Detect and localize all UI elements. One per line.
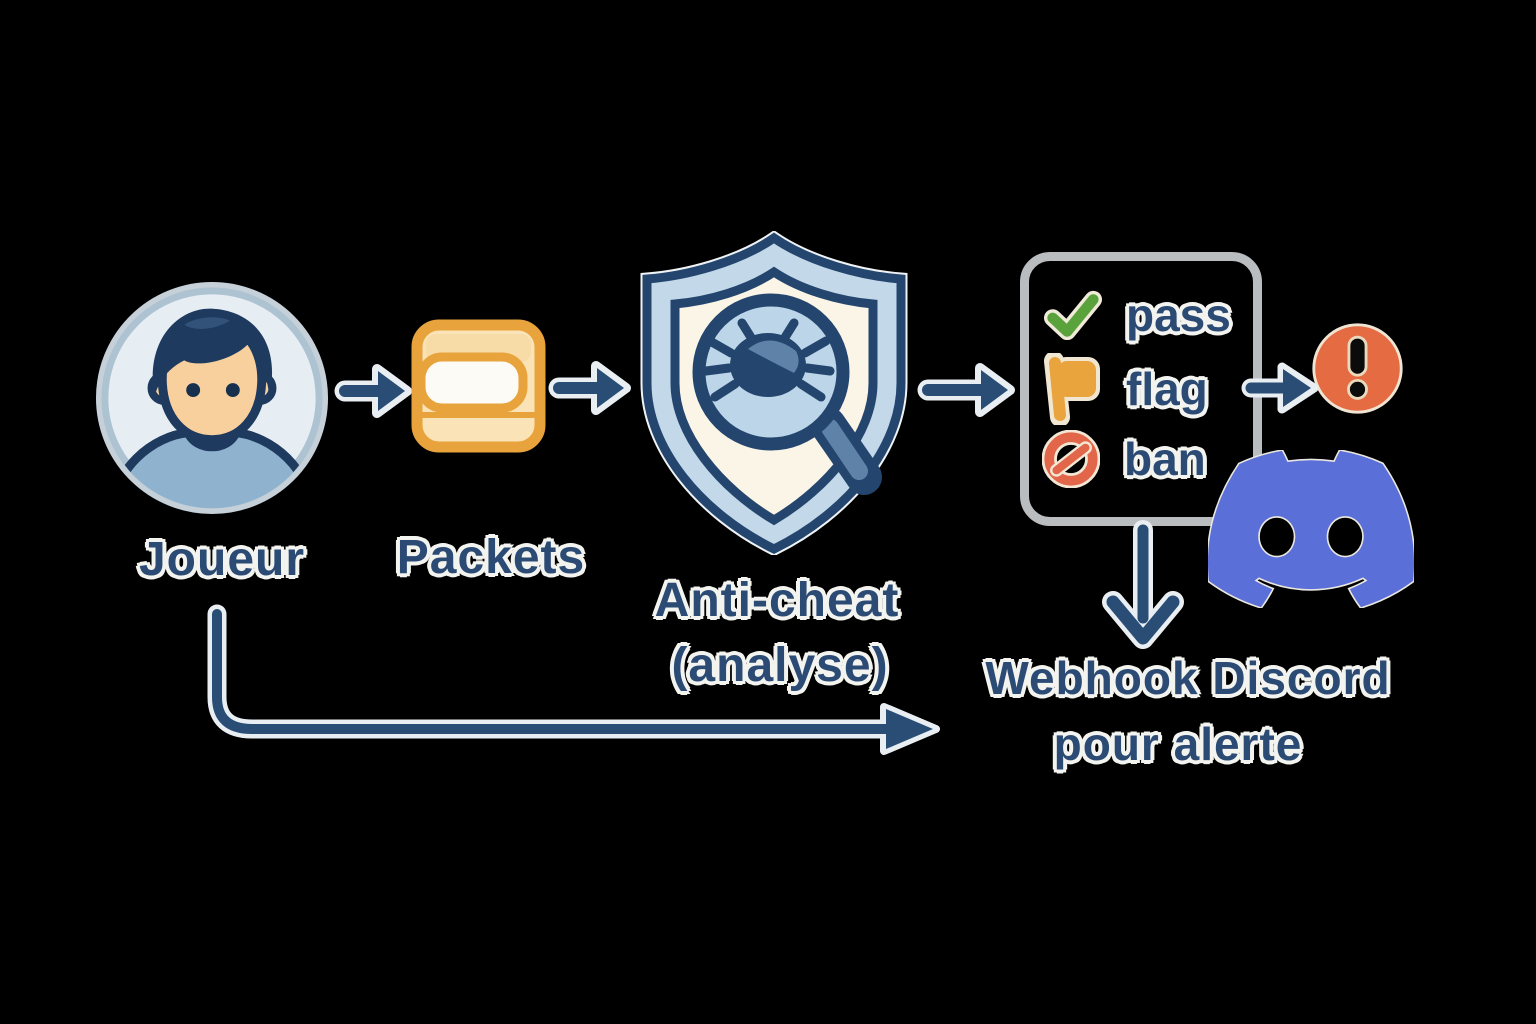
arrow-verdicts-to-alert-icon (1241, 362, 1319, 414)
ban-icon (1042, 430, 1100, 488)
webhook-label-line1: Webhook Discord (985, 652, 1391, 704)
arrow-anticheat-to-verdicts-icon (917, 363, 1015, 417)
verdict-row-ban: ban (1042, 430, 1206, 488)
arrow-player-to-packets-icon (334, 364, 412, 418)
webhook-label-line2: pour alerte (1053, 718, 1303, 770)
player-avatar-icon (95, 281, 329, 515)
alert-exclamation-icon (1312, 323, 1403, 414)
packets-icon (411, 319, 546, 453)
bug-glyph (701, 318, 835, 402)
packets-node (410, 318, 547, 459)
arrow-player-to-webhook-icon (207, 604, 940, 755)
flag-icon (1044, 353, 1100, 425)
verdict-label-flag: flag (1126, 363, 1208, 415)
verdict-label-pass: pass (1126, 289, 1231, 341)
check-icon (1044, 290, 1102, 340)
anticheat-node (630, 230, 918, 560)
alert-node (1310, 321, 1405, 421)
player-label: Joueur (138, 533, 306, 586)
verdict-label-ban: ban (1124, 433, 1206, 485)
arrow-packets-to-anticheat-icon (548, 361, 631, 415)
discord-node (1206, 449, 1416, 613)
verdict-row-flag: flag (1042, 353, 1208, 425)
shield-bug-magnifier-icon (640, 230, 908, 557)
verdict-row-pass: pass (1044, 290, 1231, 340)
anticheat-label-line2: (analyse) (671, 639, 889, 692)
discord-logo-icon (1206, 449, 1416, 609)
packets-label: Packets (396, 531, 586, 584)
arrow-verdicts-to-webhook-icon (1102, 520, 1184, 649)
anticheat-label-line1: Anti-cheat (654, 574, 900, 627)
player-node (93, 279, 331, 522)
